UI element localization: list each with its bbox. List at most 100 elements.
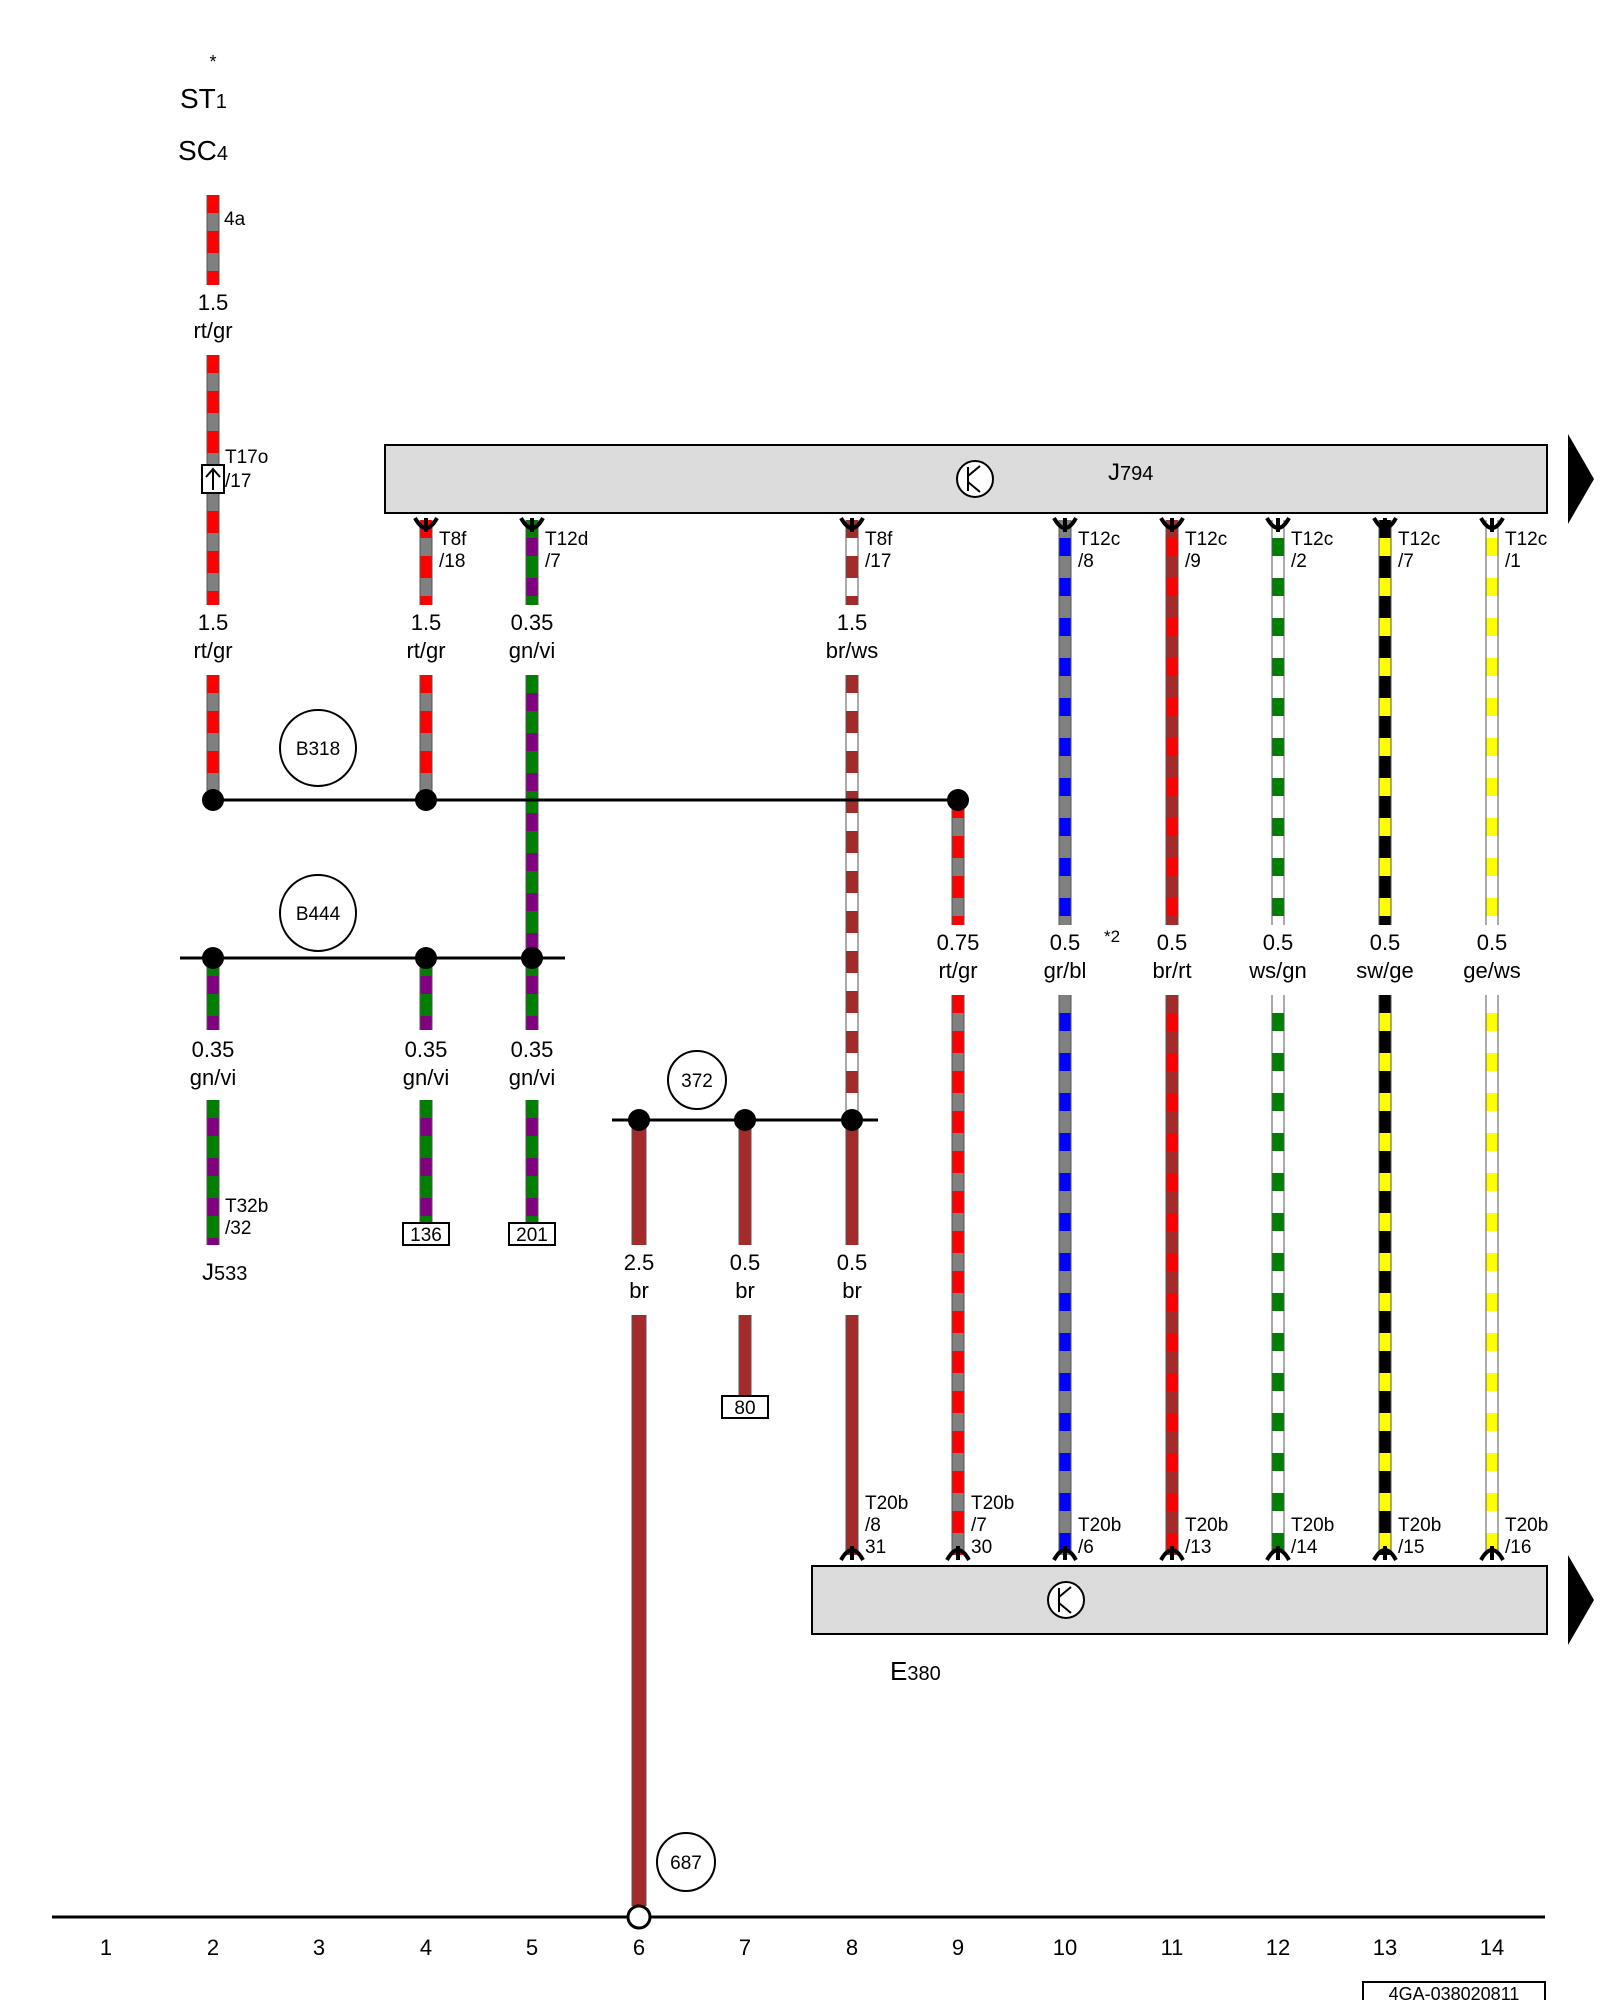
wire-segment [525,1100,539,1223]
wire-segment [525,958,539,1030]
wire-segment [419,520,433,605]
connection-372: 372 [667,1050,727,1110]
wire-segment [1165,520,1179,925]
connector-cup [1159,1546,1185,1562]
column-number: 12 [1266,1935,1290,1960]
wire-note: *2 [1104,927,1120,946]
wire-color: gn/vi [190,1065,236,1090]
column-numbers: 1 2 3 4 5 6 7 8 9 10 11 12 13 14 [100,1935,1504,1960]
j533-sub: 533 [214,1263,247,1285]
wire-segment [738,1120,752,1245]
t17o-name: T17o [225,447,268,468]
wire-size: 0.5 [1477,930,1508,955]
e380-pin-name: T20b [971,1493,1014,1514]
connection-b318: B318 [279,709,357,787]
fuse-pin: 4a [224,209,246,230]
junction-dot [415,947,437,969]
wire-color: br [842,1278,862,1303]
wire-color: gn/vi [509,1065,555,1090]
connector-cup [1265,1546,1291,1562]
connector-cup [1159,516,1185,532]
junction-dot [734,1109,756,1131]
wire-segment [1271,520,1285,925]
wire-color: rt/gr [938,958,977,983]
j533-main: J [202,1259,214,1286]
wire-size: 2.5 [624,1250,655,1275]
wire-size: 0.35 [192,1037,235,1062]
continue-arrow-icon [1568,434,1594,524]
st-label: ST1 [180,83,227,114]
wire-segment [951,800,965,925]
e380-pin-number: /15 [1398,1537,1424,1558]
connector-cups [413,516,1505,1562]
column-number: 9 [952,1935,964,1960]
e380-pin-number: /7 [971,1515,987,1536]
e380-pin-name: T20b [1185,1515,1228,1536]
connector-cup [1372,1546,1398,1562]
wire-size: 1.5 [837,610,868,635]
e380-sub: 380 [907,1663,940,1685]
column-number: 14 [1480,1935,1504,1960]
ref-80: 80 [734,1398,755,1419]
doc-id-box [1362,1981,1546,2000]
column-number: 5 [526,1935,538,1960]
wire-color: gr/bl [1044,958,1087,983]
e380-pin-name: T20b [1398,1515,1441,1536]
e380-pin-number: /8 [865,1515,881,1536]
j794-pin-name: T12c [1505,529,1547,550]
star-mark: * [209,52,216,72]
wire-color: br/rt [1152,958,1191,983]
column-number: 3 [313,1935,325,1960]
j794-pin-number: /1 [1505,551,1521,572]
junction-dot [947,789,969,811]
wire-segment [631,1315,647,1906]
j794-pin-name: T12c [1291,529,1333,550]
b318-label: B318 [296,739,340,760]
wire-segment [206,1100,220,1245]
e380-pin-number: /6 [1078,1537,1094,1558]
wire-segment [1165,995,1179,1555]
wire-color: br [735,1278,755,1303]
connector-cup [1479,1546,1505,1562]
e380-pin-number: /13 [1185,1537,1211,1558]
junction-dots [202,789,969,1131]
connector-cup [413,516,439,532]
wire-color: br [629,1278,649,1303]
e380-pin-number: /16 [1505,1537,1531,1558]
j794-pin-number: /7 [545,551,561,572]
wire-segment [1378,995,1392,1555]
ref-136: 136 [410,1225,442,1246]
wire-segment [1485,995,1499,1555]
connector-cup [1372,516,1398,532]
st-sub: 1 [216,91,227,113]
wire-labels: 1.5 rt/gr 1.5 rt/gr 1.5 rt/gr 0.35 gn/vi… [190,290,1521,1303]
column-number: 11 [1161,1935,1184,1960]
wire-segment [525,675,539,958]
e380-transistor-icon [1047,1581,1085,1619]
j794-pin-name: T8f [865,529,893,550]
wire-size: 0.5 [1157,930,1188,955]
wire-segment [206,195,220,285]
wire-size: 1.5 [411,610,442,635]
e380-label: E380 [890,1656,941,1686]
wire-segment [419,1100,433,1223]
junction-dot [628,1109,650,1131]
junction-dot [415,789,437,811]
column-number: 13 [1373,1935,1397,1960]
connection-lines [52,798,1545,1919]
connector-cup [839,516,865,532]
j794-label: J794 [1108,459,1153,486]
connector-cup [1052,1546,1078,1562]
c372-label: 372 [681,1071,713,1092]
connection-b444: B444 [279,874,357,952]
wire-size: 0.75 [937,930,980,955]
wire-color: ge/ws [1463,958,1520,983]
e380-pin-number: /14 [1291,1537,1318,1558]
e380-pin-name: T20b [1505,1515,1548,1536]
column-number: 10 [1053,1935,1077,1960]
j794-pin-number: /7 [1398,551,1414,572]
j794-sub: 794 [1120,463,1153,485]
wire-segment [1485,520,1499,925]
column-number: 7 [739,1935,751,1960]
